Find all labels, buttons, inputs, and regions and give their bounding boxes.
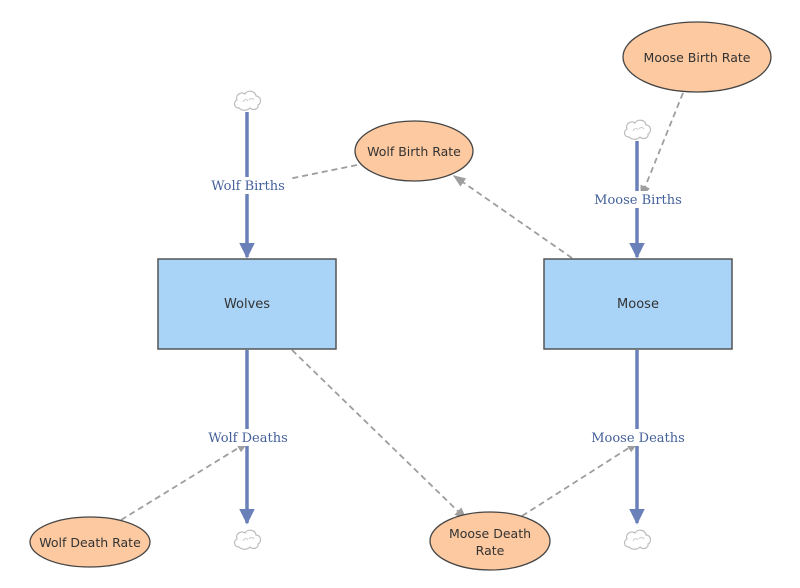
- link-wolves-to-moose-death-rate: [291, 349, 467, 520]
- stock-wolves[interactable]: Wolves: [157, 258, 337, 350]
- variable-moose-death-rate[interactable]: Moose Death Rate: [429, 511, 551, 571]
- link-wolf-birth-rate-to-wolf-births: [252, 164, 358, 189]
- link-moose-birth-rate-to-moose-births: [640, 92, 684, 199]
- wolf-sink-cloud-icon: [233, 529, 262, 550]
- info-links: [120, 92, 684, 521]
- wolf-birth-rate-label: Wolf Birth Rate: [367, 144, 461, 159]
- stock-moose-label: Moose: [617, 297, 659, 312]
- moose-source-cloud-icon: [623, 119, 652, 140]
- moose-sink-cloud-icon: [623, 529, 652, 550]
- moose-birth-rate-label: Moose Birth Rate: [644, 50, 751, 65]
- variable-wolf-death-rate[interactable]: Wolf Death Rate: [29, 516, 151, 568]
- link-moose-death-rate-to-moose-deaths: [521, 441, 640, 517]
- flow-labels: Wolf Births Wolf Deaths Moose Births Moo…: [204, 177, 686, 446]
- moose-deaths-label[interactable]: Moose Deaths: [591, 431, 685, 446]
- variable-moose-birth-rate[interactable]: Moose Birth Rate: [622, 21, 772, 93]
- moose-death-rate-label-line1: Moose Death: [449, 526, 531, 541]
- link-moose-to-wolf-birth-rate: [452, 175, 573, 259]
- wolf-source-cloud-icon: [233, 90, 262, 111]
- stock-wolves-label: Wolves: [224, 297, 270, 312]
- moose-death-rate-label-line2: Rate: [476, 543, 505, 558]
- variable-wolf-birth-rate[interactable]: Wolf Birth Rate: [354, 120, 474, 182]
- moose-births-label[interactable]: Moose Births: [594, 193, 682, 208]
- stock-moose[interactable]: Moose: [543, 258, 733, 350]
- link-wolf-death-rate-to-wolf-deaths: [120, 441, 250, 521]
- wolf-death-rate-label: Wolf Death Rate: [39, 535, 141, 550]
- wolf-births-label[interactable]: Wolf Births: [211, 179, 285, 194]
- wolf-deaths-label[interactable]: Wolf Deaths: [208, 431, 288, 446]
